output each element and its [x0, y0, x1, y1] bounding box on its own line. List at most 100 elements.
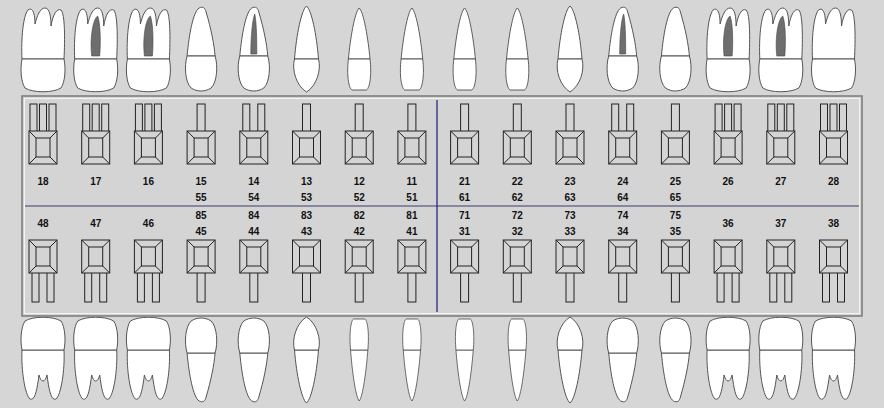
tooth-crown [126, 59, 170, 92]
tooth-number: 48 [37, 218, 48, 230]
lower-tooth-icon [451, 240, 479, 302]
upper-tooth-drawing [506, 8, 529, 90]
tooth-root [401, 8, 423, 59]
panel-bevel [25, 99, 860, 314]
tooth-root [240, 7, 268, 56]
tooth-number: 15 [196, 176, 207, 188]
tooth-crown [185, 56, 216, 91]
chart-panel [22, 96, 862, 316]
tooth-crown [350, 319, 368, 350]
tooth-crown [660, 56, 691, 91]
upper-tooth-icon [503, 104, 531, 164]
tooth-number: 27 [775, 176, 786, 188]
tooth-crown [706, 59, 750, 92]
upper-tooth-icon [345, 104, 373, 164]
tooth-number: 12 [354, 176, 365, 188]
tooth-crown [557, 59, 583, 92]
tooth-root [558, 6, 582, 59]
tooth-number: 33 [564, 226, 575, 238]
upper-tooth-drawing [557, 6, 583, 92]
tooth-crown [508, 319, 526, 350]
tooth-number: 61 [459, 192, 470, 204]
upper-tooth-icon [134, 104, 162, 164]
tooth-root [812, 350, 854, 399]
tooth-number: 21 [459, 176, 470, 188]
upper-tooth-drawing [348, 8, 371, 90]
tooth-number: 47 [90, 218, 101, 230]
upper-tooth-drawing [400, 8, 423, 90]
upper-tooth-icon [240, 104, 268, 164]
tooth-crown [812, 59, 856, 92]
tooth-crown [21, 317, 65, 350]
tooth-crown [455, 319, 473, 350]
root-canal [144, 16, 153, 56]
lower-tooth-icon [609, 240, 637, 302]
upper-tooth-drawing [812, 8, 856, 92]
lower-tooth-drawing [21, 317, 65, 399]
tooth-crown [607, 318, 638, 353]
lower-tooth-icon [345, 240, 373, 302]
tooth-crown [126, 317, 170, 350]
tooth-number: 37 [775, 218, 786, 230]
tooth-number: 16 [143, 176, 154, 188]
tooth-root [661, 7, 689, 56]
tooth-root [75, 350, 117, 399]
panel-frame [22, 96, 862, 316]
lower-tooth-drawing [508, 319, 526, 401]
upper-tooth-icon [556, 104, 584, 164]
root-canal [91, 16, 100, 56]
upper-tooth-drawing [185, 7, 216, 91]
tooth-number: 23 [564, 176, 575, 188]
tooth-number: 63 [564, 192, 575, 204]
lower-tooth-icon [134, 240, 162, 302]
lower-tooth-icon [820, 240, 848, 302]
tooth-number: 44 [248, 226, 259, 238]
midline-divider [436, 100, 437, 312]
tooth-number: 52 [354, 192, 365, 204]
lower-tooth-icon [398, 240, 426, 302]
tooth-number: 75 [670, 210, 681, 222]
upper-tooth-drawing [126, 8, 170, 92]
tooth-crown [21, 59, 65, 92]
upper-tooth-icon [293, 104, 321, 164]
tooth-crown [607, 56, 638, 91]
tooth-crown [74, 317, 118, 350]
tooth-number: 24 [617, 176, 628, 188]
tooth-number: 43 [301, 226, 312, 238]
tooth-number: 17 [90, 176, 101, 188]
tooth-number: 82 [354, 210, 365, 222]
tooth-number: 18 [37, 176, 48, 188]
tooth-number: 22 [512, 176, 523, 188]
upper-tooth-icon [451, 104, 479, 164]
root-canal [776, 16, 785, 56]
tooth-number: 38 [828, 218, 839, 230]
tooth-root [74, 8, 117, 59]
tooth-root [22, 350, 64, 399]
tooth-root [456, 350, 473, 401]
tooth-number: 62 [512, 192, 523, 204]
tooth-crown [238, 318, 269, 353]
tooth-root [127, 8, 170, 59]
tooth-number: 85 [196, 210, 207, 222]
tooth-root [707, 8, 750, 59]
upper-tooth-drawing [607, 7, 638, 91]
lower-tooth-icon [82, 240, 110, 302]
upper-tooth-drawing [21, 8, 65, 92]
lower-tooth-drawing [126, 317, 170, 399]
lower-tooth-drawing [660, 318, 691, 402]
lower-tooth-drawing [403, 319, 421, 401]
lower-tooth-drawing [706, 317, 750, 399]
lower-tooth-drawing [238, 318, 269, 402]
tooth-number: 36 [723, 218, 734, 230]
tooth-root [127, 350, 169, 399]
tooth-root [295, 6, 319, 59]
tooth-root [348, 8, 370, 59]
tooth-number: 14 [248, 176, 259, 188]
tooth-root [507, 8, 529, 59]
lower-tooth-drawing [455, 319, 473, 401]
upper-tooth-drawing [453, 8, 476, 90]
upper-tooth-drawing [294, 6, 320, 92]
tooth-number: 31 [459, 226, 470, 238]
tooth-root [22, 8, 65, 59]
upper-tooth-icon [82, 104, 110, 164]
